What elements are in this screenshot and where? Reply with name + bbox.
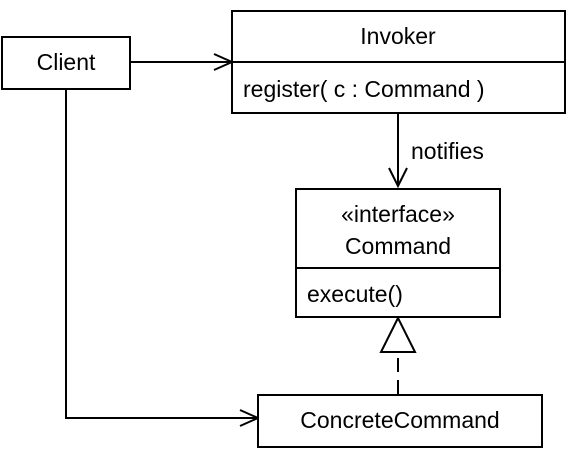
command-box: [295, 188, 501, 318]
realization-triangle: [379, 315, 417, 353]
class-concretecommand: ConcreteCommand: [257, 394, 543, 448]
notifies-label: notifies: [411, 138, 484, 164]
class-client: Client: [1, 36, 131, 90]
invoker-to-command-arrowhead: [388, 167, 408, 189]
concretecommand-name: ConcreteCommand: [300, 407, 499, 433]
client-to-concretecommand-line: [65, 89, 258, 419]
class-invoker: Invoker register( c : Command ): [231, 10, 566, 114]
client-name: Client: [37, 49, 96, 75]
concretecommand-box: [257, 394, 543, 448]
connectors: [65, 53, 417, 427]
command-name: Command: [345, 233, 451, 259]
invoker-method: register( c : Command ): [243, 76, 485, 102]
command-stereotype: «interface»: [341, 201, 455, 227]
client-box: [1, 36, 131, 90]
class-command: «interface» Command execute(): [295, 188, 501, 318]
command-method: execute(): [307, 281, 403, 307]
invoker-name: Invoker: [360, 23, 436, 49]
